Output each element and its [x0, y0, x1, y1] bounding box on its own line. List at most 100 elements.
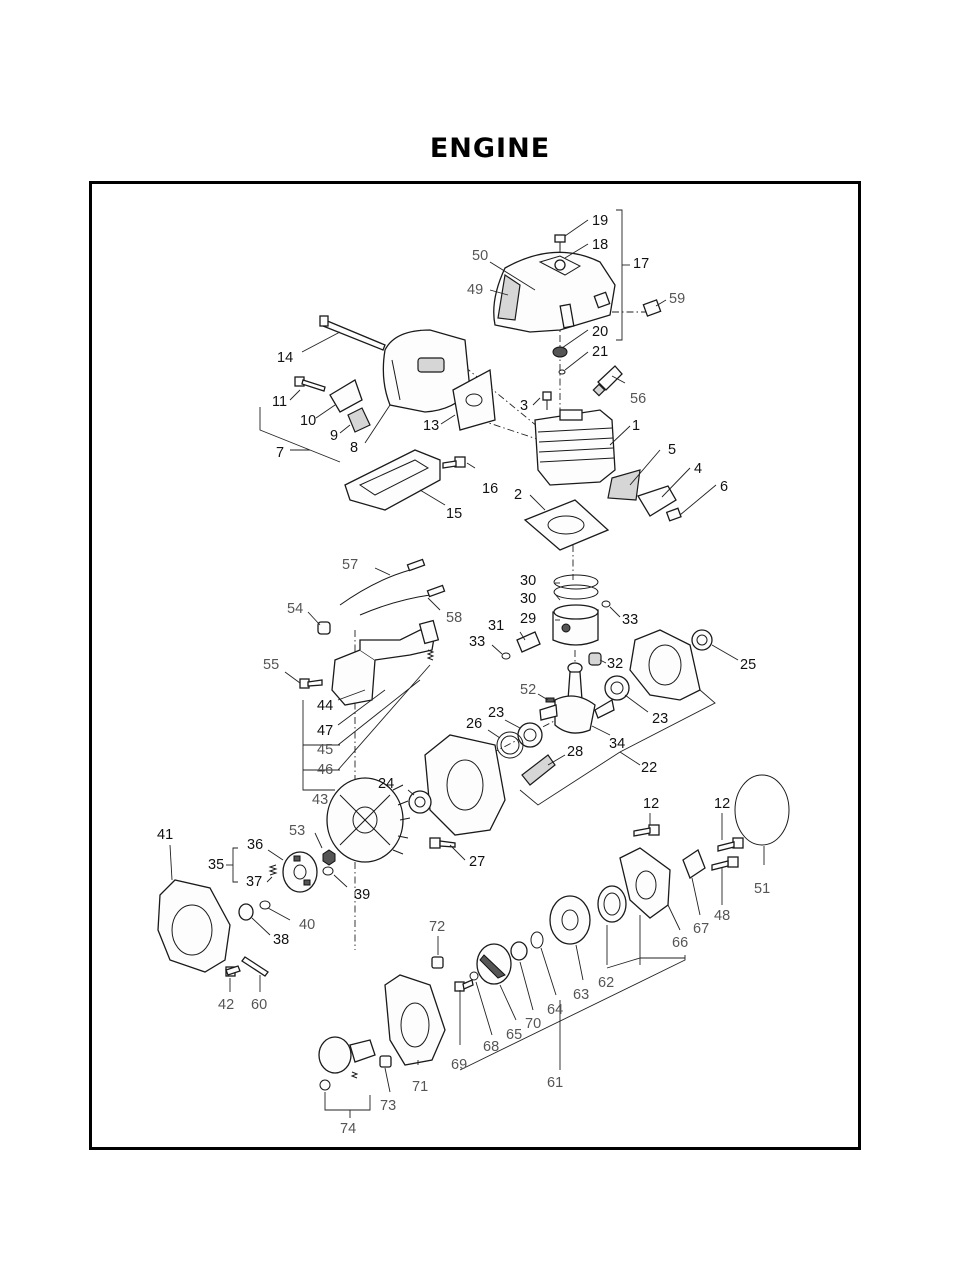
callout-47: 47	[317, 723, 333, 739]
callout-35: 35	[208, 857, 224, 873]
bearing-24	[408, 790, 432, 814]
bolt-38	[238, 903, 254, 921]
bolt-27	[429, 837, 456, 849]
piston-29	[552, 604, 599, 646]
callout-3: 3	[520, 398, 528, 414]
callout-18: 18	[592, 237, 608, 253]
callout-28: 28	[567, 744, 583, 760]
clamp-74	[318, 1036, 376, 1091]
bolt-16	[442, 456, 466, 469]
cover-screw	[554, 234, 566, 250]
callout-66: 66	[672, 935, 688, 951]
callout-68: 68	[483, 1039, 499, 1055]
cylinder	[534, 409, 616, 486]
pin-60	[241, 956, 269, 977]
callout-23b: 23	[652, 711, 668, 727]
callout-64: 64	[547, 1002, 563, 1018]
bolt-6	[665, 507, 682, 522]
muffler-cover-15	[344, 449, 441, 511]
crankcase-right	[629, 629, 701, 701]
callout-5: 5	[668, 442, 676, 458]
callout-65: 65	[506, 1027, 522, 1043]
callout-46: 46	[317, 762, 333, 778]
diagram-title: ENGINE	[429, 133, 551, 164]
spark-plug-56	[592, 365, 623, 397]
callout-53: 53	[289, 823, 305, 839]
callout-27: 27	[469, 854, 485, 870]
callout-2: 2	[514, 487, 522, 503]
callout-labels: 1 2 3 4 5 6 7 8 9 10 11 12 12 13 14 15 1…	[157, 213, 770, 1137]
oil-seal-25	[691, 629, 713, 651]
callout-21: 21	[592, 344, 608, 360]
bearing-23b	[604, 675, 630, 701]
callout-30a: 30	[520, 573, 536, 589]
callout-10: 10	[300, 413, 316, 429]
callout-70: 70	[525, 1016, 541, 1032]
callout-16: 16	[482, 481, 498, 497]
callout-62: 62	[598, 975, 614, 991]
callout-42: 42	[218, 997, 234, 1013]
insulator-4	[637, 485, 677, 517]
callout-38: 38	[273, 932, 289, 948]
callout-37: 37	[246, 874, 262, 890]
callout-39: 39	[354, 887, 370, 903]
callout-31: 31	[488, 618, 504, 634]
bolt-48	[711, 856, 739, 871]
bolt-55	[299, 678, 323, 689]
clip-21	[558, 369, 566, 375]
engine-cover	[493, 251, 616, 333]
callout-45: 45	[317, 742, 333, 758]
spring-coil	[426, 649, 435, 661]
bolt-11	[294, 376, 326, 392]
callout-43: 43	[312, 792, 328, 808]
callout-71: 71	[412, 1079, 428, 1095]
callout-23a: 23	[488, 705, 504, 721]
recoil-housing-67	[619, 847, 671, 919]
nut-53	[322, 849, 336, 866]
callout-44: 44	[317, 698, 333, 714]
stop-wire-58	[359, 584, 446, 616]
callout-25: 25	[740, 657, 756, 673]
callout-50: 50	[472, 248, 488, 264]
callout-60: 60	[251, 997, 267, 1013]
callout-41: 41	[157, 827, 173, 843]
gasket-51	[734, 774, 790, 846]
bolt-69	[454, 979, 474, 992]
nut-72	[431, 956, 444, 969]
diagram-frame	[89, 181, 861, 1150]
washer-39	[322, 866, 334, 876]
callout-1: 1	[632, 418, 640, 434]
callout-34: 34	[609, 736, 625, 752]
bearing-23a	[517, 722, 543, 748]
spring-37	[268, 864, 278, 876]
callout-55: 55	[263, 657, 279, 673]
callout-57: 57	[342, 557, 358, 573]
callout-13: 13	[423, 418, 439, 434]
callout-48: 48	[714, 908, 730, 924]
piston-rings-30	[553, 574, 599, 600]
lever-66	[682, 849, 706, 879]
callout-4: 4	[694, 461, 702, 477]
callout-32: 32	[607, 656, 623, 672]
flywheel	[326, 777, 411, 863]
callout-12a: 12	[643, 796, 659, 812]
callout-24: 24	[378, 776, 394, 792]
muffler	[382, 329, 471, 413]
callout-14: 14	[277, 350, 293, 366]
nut-73	[379, 1055, 392, 1068]
callout-61: 61	[547, 1075, 563, 1091]
callout-33b: 33	[622, 612, 638, 628]
callout-40: 40	[299, 917, 315, 933]
spring-62	[597, 885, 627, 923]
callout-49: 49	[467, 282, 483, 298]
callout-54: 54	[287, 601, 303, 617]
circlip-33a	[501, 652, 511, 660]
fan-cover	[157, 879, 231, 973]
callout-72: 72	[429, 919, 445, 935]
callout-73: 73	[380, 1098, 396, 1114]
callout-22: 22	[641, 760, 657, 776]
callout-9: 9	[330, 428, 338, 444]
callout-59: 59	[669, 291, 685, 307]
callout-20: 20	[592, 324, 608, 340]
